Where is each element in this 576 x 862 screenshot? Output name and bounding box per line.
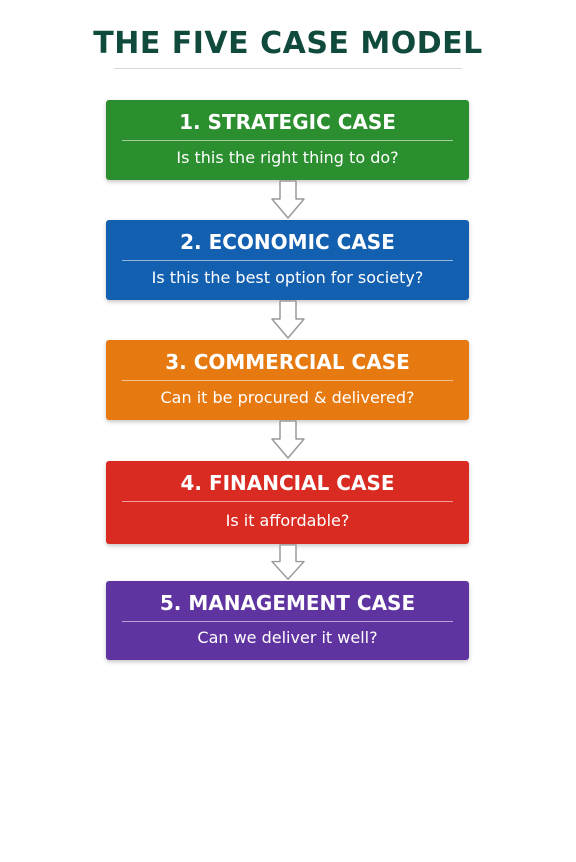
case-question-financial: Is it affordable?: [225, 511, 350, 530]
case-box-financial: 4. FINANCIAL CASE Is it affordable?: [106, 461, 469, 544]
case-divider-management: [122, 621, 453, 622]
case-box-economic: 2. ECONOMIC CASE Is this the best option…: [106, 220, 469, 300]
down-arrow-icon: [271, 544, 305, 580]
case-box-management: 5. MANAGEMENT CASE Can we deliver it wel…: [106, 581, 469, 660]
page-title: THE FIVE CASE MODEL: [93, 26, 483, 61]
case-heading-financial: 4. FINANCIAL CASE: [180, 471, 395, 495]
down-arrow-icon: [271, 300, 305, 339]
case-box-strategic: 1. STRATEGIC CASE Is this the right thin…: [106, 100, 469, 180]
down-arrow-icon: [271, 180, 305, 219]
case-divider-financial: [122, 501, 453, 502]
down-arrow-icon: [271, 420, 305, 459]
case-divider-strategic: [122, 140, 453, 141]
case-heading-economic: 2. ECONOMIC CASE: [180, 230, 395, 254]
case-question-strategic: Is this the right thing to do?: [176, 148, 399, 167]
case-box-commercial: 3. COMMERCIAL CASE Can it be procured & …: [106, 340, 469, 420]
case-divider-commercial: [122, 380, 453, 381]
case-heading-commercial: 3. COMMERCIAL CASE: [165, 350, 410, 374]
case-heading-management: 5. MANAGEMENT CASE: [159, 591, 416, 615]
case-question-management: Can we deliver it well?: [197, 628, 378, 647]
case-divider-economic: [122, 260, 453, 261]
case-question-economic: Is this the best option for society?: [151, 268, 424, 287]
case-question-commercial: Can it be procured & delivered?: [160, 388, 415, 407]
title-divider: [114, 68, 462, 69]
case-heading-strategic: 1. STRATEGIC CASE: [179, 110, 396, 134]
